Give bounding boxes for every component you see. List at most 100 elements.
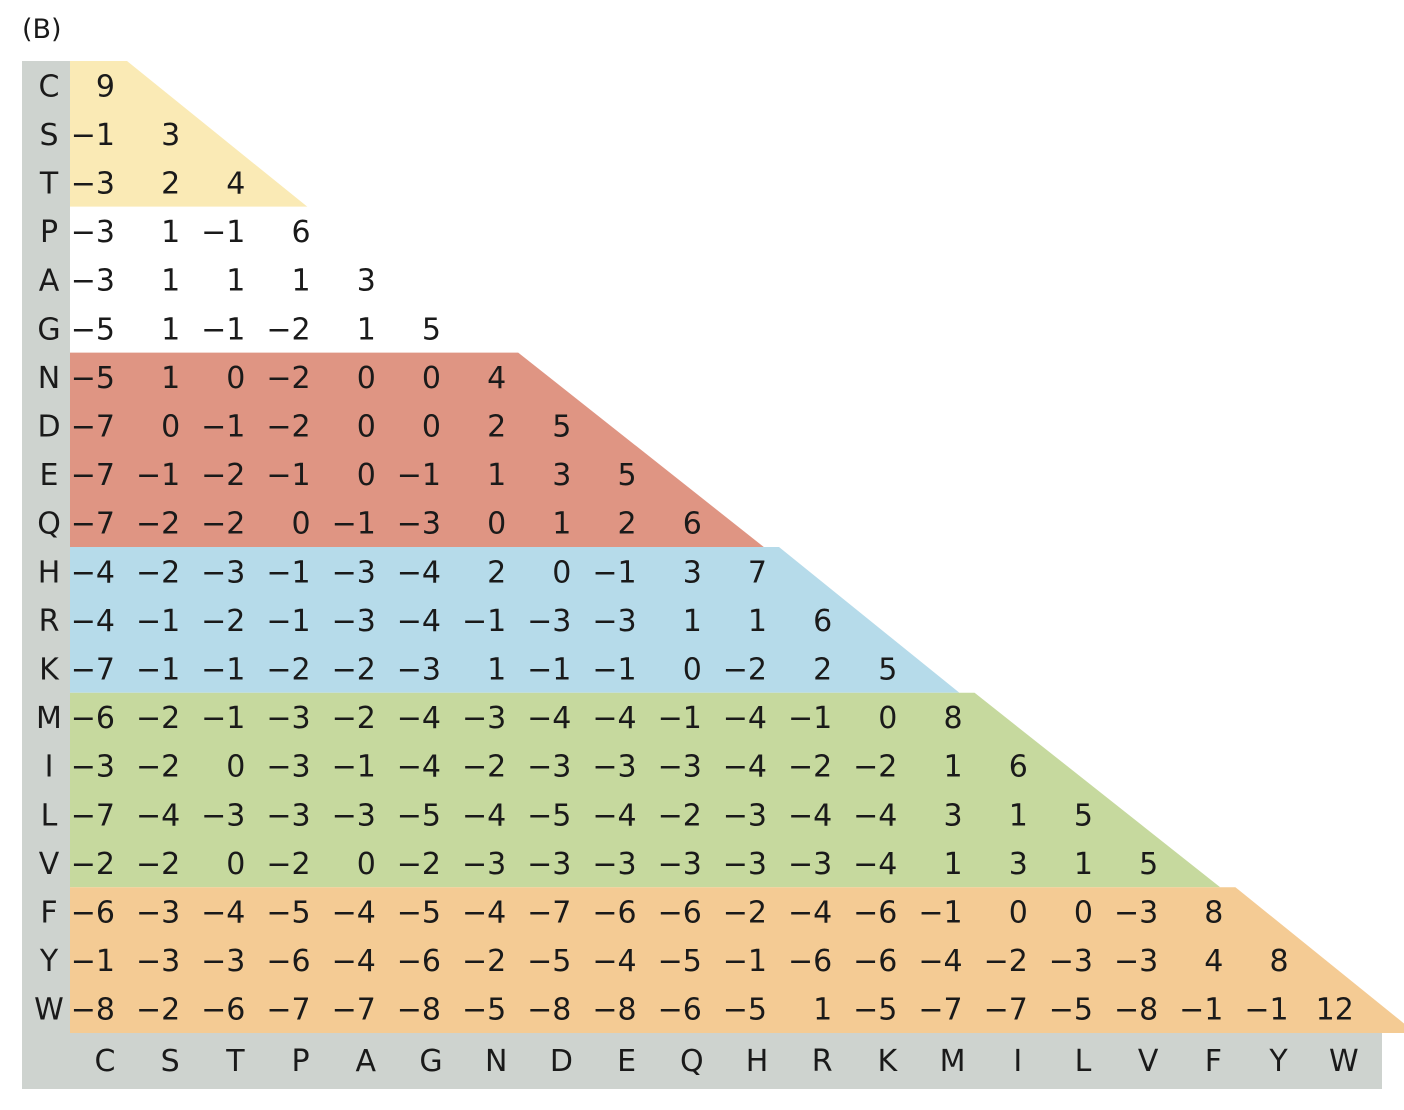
matrix-cell: 6 bbox=[683, 507, 702, 542]
matrix-cell: −1 bbox=[201, 410, 245, 445]
column-label: F bbox=[1205, 1044, 1222, 1079]
matrix-cell: 3 bbox=[944, 798, 963, 833]
matrix-cell: −5 bbox=[266, 896, 310, 931]
matrix-cell: −4 bbox=[527, 701, 571, 736]
matrix-cell: 6 bbox=[813, 604, 832, 639]
matrix-cell: −6 bbox=[788, 944, 832, 979]
matrix-cell: −7 bbox=[71, 458, 115, 493]
matrix-cell: 1 bbox=[161, 312, 180, 347]
matrix-cell: −1 bbox=[1179, 993, 1223, 1028]
column-axis-strip bbox=[22, 1033, 1382, 1089]
matrix-cell: −4 bbox=[397, 701, 441, 736]
matrix-cell: 0 bbox=[226, 750, 245, 785]
matrix-cell: −6 bbox=[71, 896, 115, 931]
column-label: H bbox=[746, 1044, 769, 1079]
matrix-cell: −3 bbox=[1114, 944, 1158, 979]
matrix-cell: −4 bbox=[462, 896, 506, 931]
matrix-cell: −6 bbox=[266, 944, 310, 979]
matrix-cell: −4 bbox=[462, 798, 506, 833]
row-label: D bbox=[37, 410, 60, 445]
matrix-cell: 0 bbox=[878, 701, 897, 736]
matrix-cell: −2 bbox=[723, 653, 767, 688]
matrix-cell: −2 bbox=[136, 507, 180, 542]
matrix-cell: −6 bbox=[201, 993, 245, 1028]
matrix-cell: −7 bbox=[918, 993, 962, 1028]
matrix-cell: 6 bbox=[1009, 750, 1028, 785]
matrix-cell: 3 bbox=[161, 118, 180, 153]
matrix-cell: −3 bbox=[71, 264, 115, 299]
matrix-cell: −7 bbox=[71, 798, 115, 833]
matrix-cell: −8 bbox=[71, 993, 115, 1028]
matrix-cell: −3 bbox=[71, 167, 115, 202]
matrix-cell: 0 bbox=[683, 653, 702, 688]
column-label: P bbox=[292, 1044, 310, 1079]
matrix-cell: −2 bbox=[462, 750, 506, 785]
matrix-cell: −3 bbox=[658, 847, 702, 882]
matrix-cell: −5 bbox=[71, 361, 115, 396]
matrix-cell: −4 bbox=[71, 555, 115, 590]
matrix-cell: 0 bbox=[292, 507, 311, 542]
matrix-cell: −5 bbox=[397, 798, 441, 833]
row-label: G bbox=[37, 312, 60, 347]
matrix-cell: 1 bbox=[161, 215, 180, 250]
matrix-cell: −1 bbox=[332, 507, 376, 542]
matrix-cell: −3 bbox=[462, 847, 506, 882]
matrix-cell: 0 bbox=[487, 507, 506, 542]
matrix-cell: −6 bbox=[71, 701, 115, 736]
matrix-cell: 1 bbox=[161, 264, 180, 299]
matrix-cell: −5 bbox=[71, 312, 115, 347]
matrix-cell: −4 bbox=[592, 798, 636, 833]
matrix-cell: −3 bbox=[136, 896, 180, 931]
matrix-cell: −2 bbox=[136, 555, 180, 590]
matrix-cell: 12 bbox=[1316, 993, 1354, 1028]
matrix-cell: 0 bbox=[1009, 896, 1028, 931]
panel-label: (B) bbox=[22, 14, 62, 45]
matrix-cell: −5 bbox=[658, 944, 702, 979]
matrix-cell: 0 bbox=[226, 361, 245, 396]
matrix-cell: 1 bbox=[161, 361, 180, 396]
matrix-cell: −3 bbox=[592, 750, 636, 785]
matrix-cell: −7 bbox=[71, 653, 115, 688]
matrix-cell: −1 bbox=[788, 701, 832, 736]
group-band-4 bbox=[70, 692, 1221, 888]
column-label: V bbox=[1138, 1044, 1159, 1079]
matrix-cell: −1 bbox=[201, 215, 245, 250]
row-label: L bbox=[41, 798, 58, 833]
row-label: S bbox=[39, 118, 58, 153]
matrix-cell: −4 bbox=[332, 944, 376, 979]
matrix-cell: 2 bbox=[618, 507, 637, 542]
matrix-cell: −7 bbox=[266, 993, 310, 1028]
matrix-cell: −3 bbox=[462, 701, 506, 736]
matrix-cell: −8 bbox=[397, 993, 441, 1028]
column-label: Y bbox=[1268, 1044, 1288, 1079]
matrix-cell: −1 bbox=[136, 653, 180, 688]
matrix-cell: −4 bbox=[201, 896, 245, 931]
row-label: E bbox=[40, 458, 59, 493]
matrix-cell: −1 bbox=[462, 604, 506, 639]
matrix-cell: 0 bbox=[357, 361, 376, 396]
row-label: M bbox=[36, 701, 62, 736]
matrix-cell: −3 bbox=[1049, 944, 1093, 979]
matrix-cell: −7 bbox=[71, 507, 115, 542]
matrix-cell: −3 bbox=[332, 555, 376, 590]
row-label: A bbox=[39, 264, 60, 299]
matrix-cell: 4 bbox=[1204, 944, 1223, 979]
matrix-cell: −2 bbox=[201, 604, 245, 639]
matrix-cell: −6 bbox=[658, 896, 702, 931]
matrix-cell: 0 bbox=[161, 410, 180, 445]
column-label: E bbox=[617, 1044, 636, 1079]
matrix-cell: 0 bbox=[357, 410, 376, 445]
column-label: W bbox=[1329, 1044, 1359, 1079]
matrix-cell: −3 bbox=[1114, 896, 1158, 931]
matrix-cell: −2 bbox=[266, 410, 310, 445]
matrix-cell: −2 bbox=[136, 750, 180, 785]
matrix-cell: −3 bbox=[397, 507, 441, 542]
column-label: C bbox=[95, 1044, 116, 1079]
matrix-cell: 0 bbox=[422, 361, 441, 396]
matrix-cell: 1 bbox=[487, 653, 506, 688]
matrix-cell: 7 bbox=[748, 555, 767, 590]
column-label: K bbox=[878, 1044, 899, 1079]
matrix-cell: −6 bbox=[853, 944, 897, 979]
row-label: Q bbox=[37, 507, 61, 542]
